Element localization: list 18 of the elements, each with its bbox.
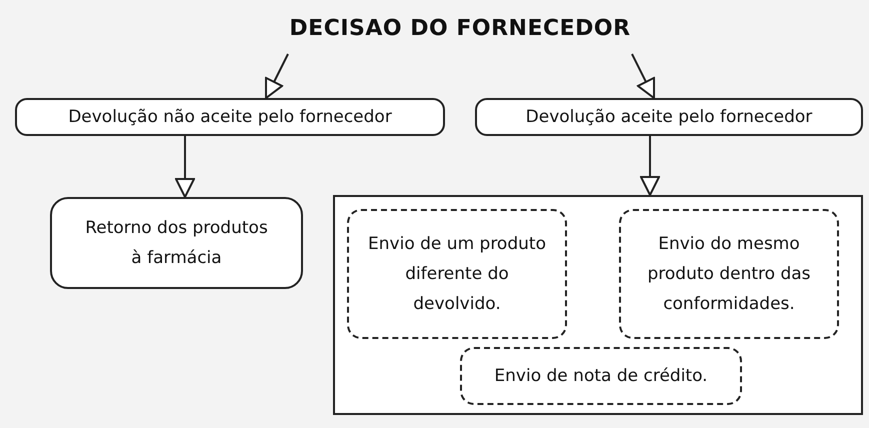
process-box xyxy=(15,98,445,136)
process-box xyxy=(50,197,303,289)
process-box xyxy=(475,98,863,136)
dashed-option-box xyxy=(619,209,839,339)
dashed-option-box xyxy=(347,209,567,339)
box-text: Envio do mesmo produto dentro das conformidades. xyxy=(646,233,812,316)
container-box xyxy=(333,195,863,415)
box-text: Envio de nota de crédito. xyxy=(494,365,708,388)
box-text: Devolução aceite pelo fornecedor xyxy=(526,106,812,129)
arrow xyxy=(175,136,195,198)
arrow xyxy=(631,54,655,99)
box-text: Devolução não aceite pelo fornecedor xyxy=(68,106,392,129)
title-text: DECISAO DO FORNECEDOR xyxy=(280,8,640,48)
arrow xyxy=(265,54,289,99)
arrow xyxy=(640,136,660,196)
dashed-option-box xyxy=(460,347,742,405)
box-text: Retorno dos produtos à farmácia xyxy=(84,217,269,270)
box-text: Envio de um produto diferente do devolvido. xyxy=(367,233,547,316)
